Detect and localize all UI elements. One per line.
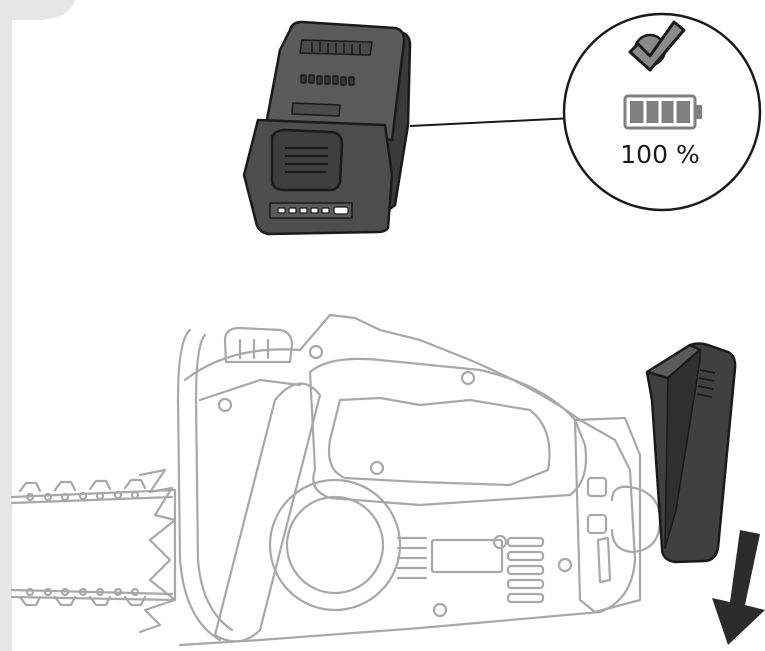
leader-line [409, 117, 575, 127]
battery-full-icon [623, 94, 702, 130]
remove-direction-arrow-icon [712, 530, 765, 645]
battery-pack [242, 20, 412, 236]
checkmark-icon [628, 20, 686, 72]
charge-level-text: 100 % [620, 140, 700, 169]
charge-callout [562, 12, 762, 212]
battery-removed [645, 342, 737, 564]
chainsaw [10, 313, 662, 647]
corner-tab [0, 0, 75, 651]
